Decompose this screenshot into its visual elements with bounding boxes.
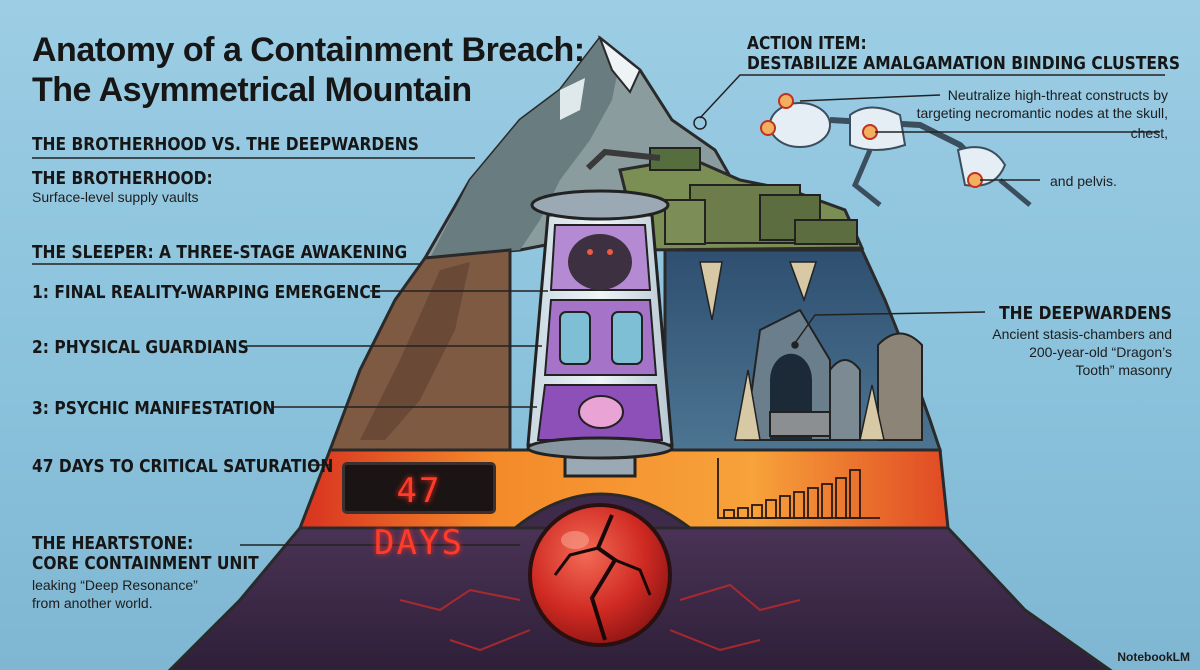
- heartstone-heading-line-2: CORE CONTAINMENT UNIT: [32, 553, 259, 574]
- deepwardens-text-line-2: 200-year-old “Dragon’s: [1029, 344, 1172, 360]
- deepwardens-text-line-3: Tooth” masonry: [1075, 362, 1172, 378]
- heartstone-text-line-2: from another world.: [32, 595, 153, 611]
- days-counter-display: 47 DAYS: [342, 462, 496, 563]
- sleeper-stage-3: 3: PSYCHIC MANIFESTATION: [32, 398, 276, 419]
- binding-node-skull-icon: [760, 93, 794, 136]
- heartstone-heading-line-1: THE HEARTSTONE:: [32, 533, 194, 554]
- deepwardens-text-line-1: Ancient stasis-chambers and: [992, 326, 1172, 342]
- notebooklm-watermark: NotebookLM: [1117, 650, 1190, 664]
- action-item-heading-line-1: ACTION ITEM:: [747, 33, 867, 54]
- sleeper-stage-2: 2: PHYSICAL GUARDIANS: [32, 337, 249, 358]
- action-item-text-line-4: and pelvis.: [1050, 173, 1117, 189]
- action-item-text-line-3: chest,: [1130, 125, 1168, 141]
- supply-vault-plateau: [585, 147, 865, 252]
- saturation-label: 47 DAYS TO CRITICAL SATURATION: [32, 456, 334, 477]
- deepwarden-cave: [663, 248, 943, 452]
- leader-lines: [32, 74, 1165, 546]
- action-item-text-line-2: targeting necromantic nodes at the skull…: [916, 105, 1168, 121]
- brotherhood-heading: THE BROTHERHOOD:: [32, 168, 213, 189]
- sleeper-vat: [526, 189, 674, 478]
- page-title: Anatomy of a Containment Breach: The Asy…: [32, 30, 585, 110]
- factions-heading: THE BROTHERHOOD VS. THE DEEPWARDENS: [32, 134, 419, 155]
- saturation-bar-graph: [717, 458, 880, 519]
- heartstone-text-line-1: leaking “Deep Resonance”: [32, 577, 198, 593]
- sleeper-heading: THE SLEEPER: A THREE-STAGE AWAKENING: [32, 242, 408, 263]
- brotherhood-description: Surface-level supply vaults: [32, 189, 199, 205]
- title-line-2: The Asymmetrical Mountain: [32, 71, 472, 109]
- binding-node-pelvis-icon: [967, 172, 983, 188]
- binding-node-chest-icon: [862, 124, 878, 140]
- heartstone-orb: [528, 503, 672, 647]
- deepwardens-heading: THE DEEPWARDENS: [999, 303, 1172, 324]
- title-line-1: Anatomy of a Containment Breach:: [32, 31, 585, 69]
- action-item-text-line-1: Neutralize high-threat constructs by: [947, 87, 1168, 103]
- action-item-heading-line-2: DESTABILIZE AMALGAMATION BINDING CLUSTER…: [747, 53, 1180, 74]
- sleeper-stage-1: 1: FINAL REALITY-WARPING EMERGENCE: [32, 282, 382, 303]
